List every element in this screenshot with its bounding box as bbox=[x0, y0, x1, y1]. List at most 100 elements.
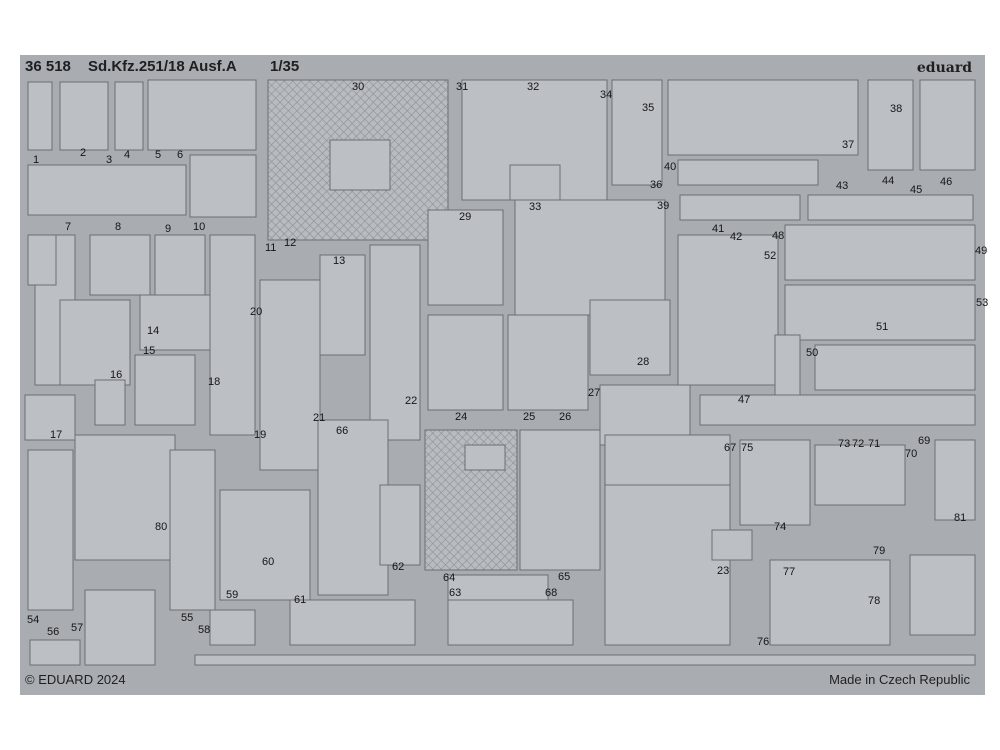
part-14 bbox=[139, 294, 211, 351]
part-number-70: 70 bbox=[905, 448, 918, 460]
part-number-7: 7 bbox=[65, 221, 72, 233]
part-3 bbox=[27, 164, 187, 216]
part-number-24: 24 bbox=[455, 411, 468, 423]
part-5-6 bbox=[147, 79, 257, 151]
part-number-20: 20 bbox=[250, 306, 263, 318]
part-22 bbox=[369, 244, 421, 441]
part-58 bbox=[209, 609, 256, 646]
part-number-28: 28 bbox=[637, 356, 650, 368]
part-86 bbox=[604, 484, 731, 646]
part-number-3: 3 bbox=[106, 154, 113, 166]
origin-text: Made in Czech Republic bbox=[829, 672, 970, 687]
part-37 bbox=[667, 79, 859, 156]
part-41 bbox=[679, 194, 801, 221]
eduard-logo: eduard bbox=[916, 60, 972, 76]
part-number-47: 47 bbox=[738, 394, 751, 406]
part-number-71: 71 bbox=[868, 438, 881, 450]
part-54 bbox=[27, 449, 74, 611]
part-number-72: 72 bbox=[852, 438, 865, 450]
part-62b bbox=[909, 554, 976, 636]
part-35-36 bbox=[611, 79, 663, 186]
part-number-48: 48 bbox=[772, 230, 785, 242]
part-number-26: 26 bbox=[559, 411, 572, 423]
part-number-4: 4 bbox=[124, 149, 131, 161]
part-number-2: 2 bbox=[80, 147, 87, 159]
part-number-15: 15 bbox=[143, 345, 156, 357]
part-1 bbox=[27, 81, 53, 151]
part-6b bbox=[189, 154, 257, 218]
part-number-41: 41 bbox=[712, 223, 725, 235]
part-number-62: 62 bbox=[392, 561, 405, 573]
part-2 bbox=[59, 81, 109, 151]
part-8 bbox=[89, 234, 151, 296]
part-20 bbox=[209, 234, 256, 436]
part-47 bbox=[699, 394, 976, 426]
part-61a bbox=[289, 599, 416, 646]
part-number-77: 77 bbox=[783, 566, 796, 578]
kit-scale: 1/35 bbox=[270, 58, 300, 75]
part-8b bbox=[59, 299, 131, 386]
part-number-12: 12 bbox=[284, 237, 297, 249]
part-73-71 bbox=[814, 444, 906, 506]
set-code: 36 518 bbox=[25, 58, 71, 75]
part-13 bbox=[319, 254, 366, 356]
kit-title: Sd.Kfz.251/18 Ausf.A bbox=[88, 58, 237, 75]
part-number-56: 56 bbox=[47, 626, 60, 638]
part-number-1: 1 bbox=[33, 154, 40, 166]
part-number-5: 5 bbox=[155, 149, 162, 161]
part-39 bbox=[514, 199, 666, 316]
part-number-75: 75 bbox=[741, 442, 754, 454]
part-30-window bbox=[329, 139, 391, 191]
bottom-rail bbox=[194, 654, 976, 666]
part-number-6: 6 bbox=[177, 149, 184, 161]
part-77-78 bbox=[769, 559, 891, 646]
part-number-44: 44 bbox=[882, 175, 895, 187]
part-56 bbox=[29, 639, 81, 666]
part-9-10 bbox=[154, 234, 206, 296]
part-number-52: 52 bbox=[764, 250, 777, 262]
part-number-45: 45 bbox=[910, 184, 923, 196]
part-45 bbox=[807, 194, 974, 221]
part-number-17: 17 bbox=[50, 429, 63, 441]
part-number-55: 55 bbox=[181, 612, 194, 624]
part-number-66: 66 bbox=[336, 425, 349, 437]
part-80 bbox=[74, 434, 176, 561]
part-33 bbox=[509, 164, 561, 201]
part-number-22: 22 bbox=[405, 395, 418, 407]
part-number-74: 74 bbox=[774, 521, 787, 533]
part-number-32: 32 bbox=[527, 81, 540, 93]
part-number-42: 42 bbox=[730, 231, 743, 243]
part-23 bbox=[711, 529, 753, 561]
part-number-29: 29 bbox=[459, 211, 472, 223]
part-number-61: 61 bbox=[294, 594, 307, 606]
part-51-53 bbox=[784, 284, 976, 341]
part-17a bbox=[24, 394, 76, 441]
part-number-8: 8 bbox=[115, 221, 122, 233]
part-4 bbox=[114, 81, 144, 151]
part-number-54: 54 bbox=[27, 614, 40, 626]
part-number-79: 79 bbox=[873, 545, 886, 557]
part-46 bbox=[919, 79, 976, 171]
part-number-60: 60 bbox=[262, 556, 275, 568]
part-49a bbox=[27, 234, 57, 286]
part-42-52 bbox=[677, 234, 779, 386]
part-number-53: 53 bbox=[976, 297, 989, 309]
part-number-78: 78 bbox=[868, 595, 881, 607]
part-number-40: 40 bbox=[664, 161, 677, 173]
part-number-31: 31 bbox=[456, 81, 469, 93]
part-number-34: 34 bbox=[600, 89, 613, 101]
part-21 bbox=[259, 279, 321, 471]
part-25-26 bbox=[507, 314, 589, 411]
part-number-68: 68 bbox=[545, 587, 558, 599]
part-number-69: 69 bbox=[918, 435, 931, 447]
part-number-65: 65 bbox=[558, 571, 571, 583]
part-number-57: 57 bbox=[71, 622, 84, 634]
part-number-64: 64 bbox=[443, 572, 456, 584]
part-62a bbox=[379, 484, 421, 566]
part-65 bbox=[519, 429, 601, 571]
part-number-23: 23 bbox=[717, 565, 730, 577]
part-number-58: 58 bbox=[198, 624, 211, 636]
part-number-10: 10 bbox=[193, 221, 206, 233]
part-number-19: 19 bbox=[254, 429, 267, 441]
